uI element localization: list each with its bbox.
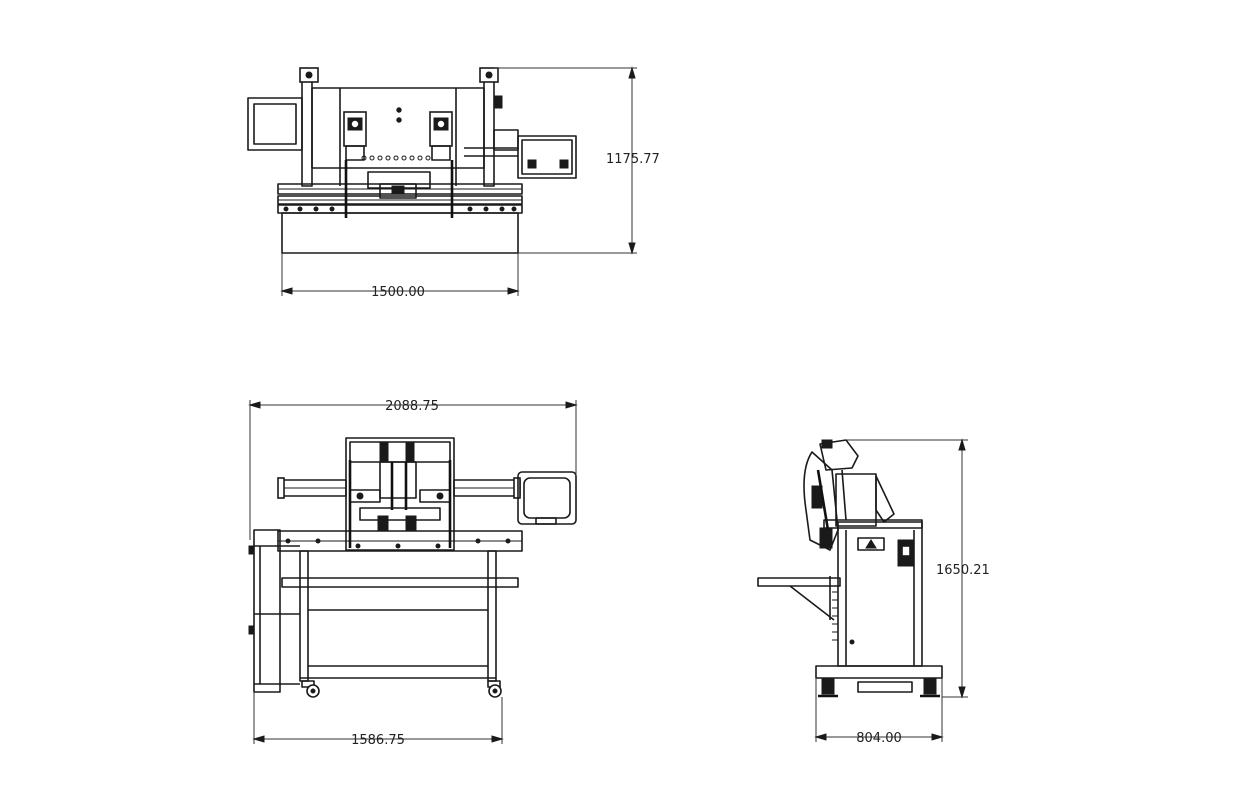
side-view-feet (818, 677, 940, 698)
top-view-upright-right (483, 69, 495, 187)
dim-side-width (814, 678, 944, 742)
dim-front-bottom-width (252, 692, 504, 744)
top-view-side-box-left (247, 97, 303, 151)
top-view-rail-bolts (283, 206, 517, 212)
dim-label-front-bottom-width: 1586.75 (351, 733, 405, 748)
top-view-center-panel (311, 87, 485, 169)
side-view-head-arm (803, 451, 839, 551)
top-view-hole-row (361, 155, 431, 161)
side-view-base (815, 665, 943, 679)
dim-side-height (846, 438, 968, 699)
top-view-motor-left (343, 111, 367, 161)
front-view-head-frame (345, 437, 455, 551)
front-view-leg-right (487, 550, 497, 682)
dim-top-height (494, 66, 637, 255)
front-view-caster-right (487, 680, 502, 698)
dim-label-side-width: 804.00 (856, 731, 902, 746)
dim-label-side-height: 1650.21 (936, 563, 990, 578)
top-view-base (281, 212, 519, 254)
top-view-side-box-right (517, 135, 577, 179)
side-view-head-body (835, 473, 877, 527)
dim-label-front-top-width: 2088.75 (385, 399, 439, 414)
side-view (757, 438, 968, 742)
dim-front-top-width (248, 400, 578, 540)
dim-top-width (280, 253, 520, 296)
front-view-table-bolts (285, 538, 511, 549)
top-view-upright-left (301, 69, 313, 187)
dim-label-top-height: 1175.77 (606, 152, 660, 167)
dim-label-top-width: 1500.00 (371, 285, 425, 300)
top-view-motor-right (429, 111, 453, 161)
front-view-shelf (281, 577, 519, 588)
front-view (248, 400, 578, 744)
side-view-shelf (757, 577, 841, 587)
top-view (247, 66, 637, 296)
top-view-rail-lower (277, 204, 523, 214)
front-view-side-cabinet (253, 529, 281, 693)
front-view-leg-left (299, 550, 309, 682)
side-view-slot-column (832, 591, 838, 641)
front-view-caster-left (301, 680, 320, 698)
